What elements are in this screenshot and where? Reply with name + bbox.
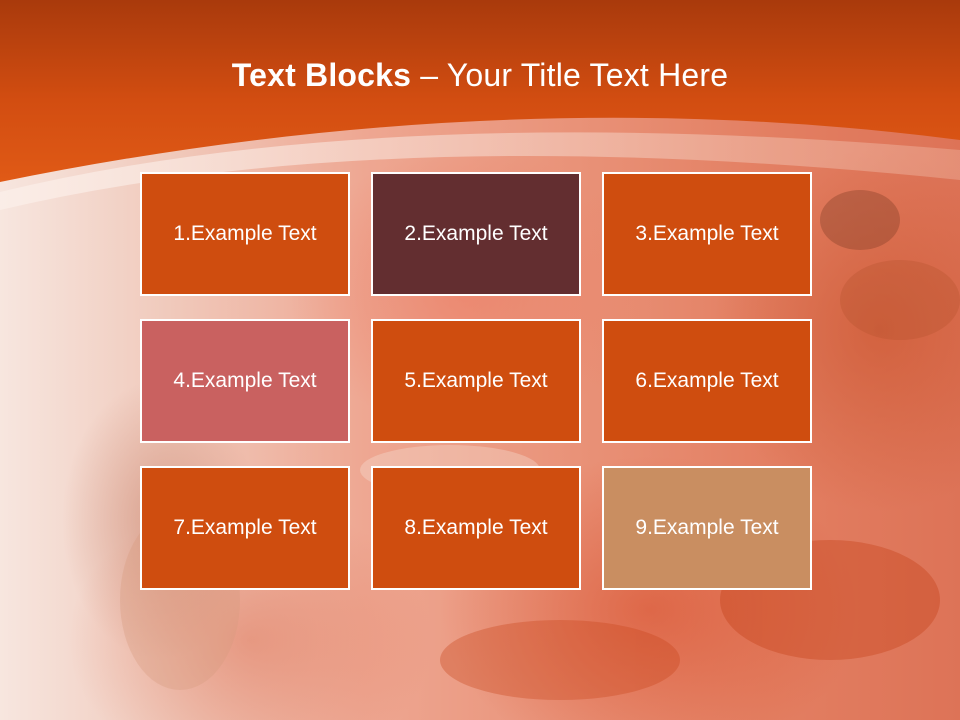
text-block-9: 9.Example Text: [602, 466, 812, 590]
text-block-label: 4.Example Text: [173, 369, 317, 392]
text-block-3: 3.Example Text: [602, 172, 812, 296]
text-block-label: 2.Example Text: [404, 222, 548, 245]
text-block-label: 6.Example Text: [635, 369, 779, 392]
text-block-label: 7.Example Text: [173, 516, 317, 539]
title-dash: –: [411, 57, 447, 93]
text-block-5: 5.Example Text: [371, 319, 581, 443]
text-block-label: 5.Example Text: [404, 369, 548, 392]
text-block-label: 3.Example Text: [635, 222, 779, 245]
header-swoosh: [0, 132, 960, 210]
title-rest: Your Title Text Here: [446, 57, 729, 93]
title-bold: Text Blocks: [231, 57, 412, 93]
text-block-label: 1.Example Text: [173, 222, 317, 245]
header-band: [0, 0, 960, 182]
text-block-1: 1.Example Text: [140, 172, 350, 296]
text-block-8: 8.Example Text: [371, 466, 581, 590]
text-block-2: 2.Example Text: [371, 172, 581, 296]
text-block-label: 8.Example Text: [404, 516, 548, 539]
text-block-label: 9.Example Text: [635, 516, 779, 539]
text-block-7: 7.Example Text: [140, 466, 350, 590]
slide-title: Text Blocks – Your Title Text Here: [0, 55, 960, 95]
text-block-6: 6.Example Text: [602, 319, 812, 443]
text-block-4: 4.Example Text: [140, 319, 350, 443]
